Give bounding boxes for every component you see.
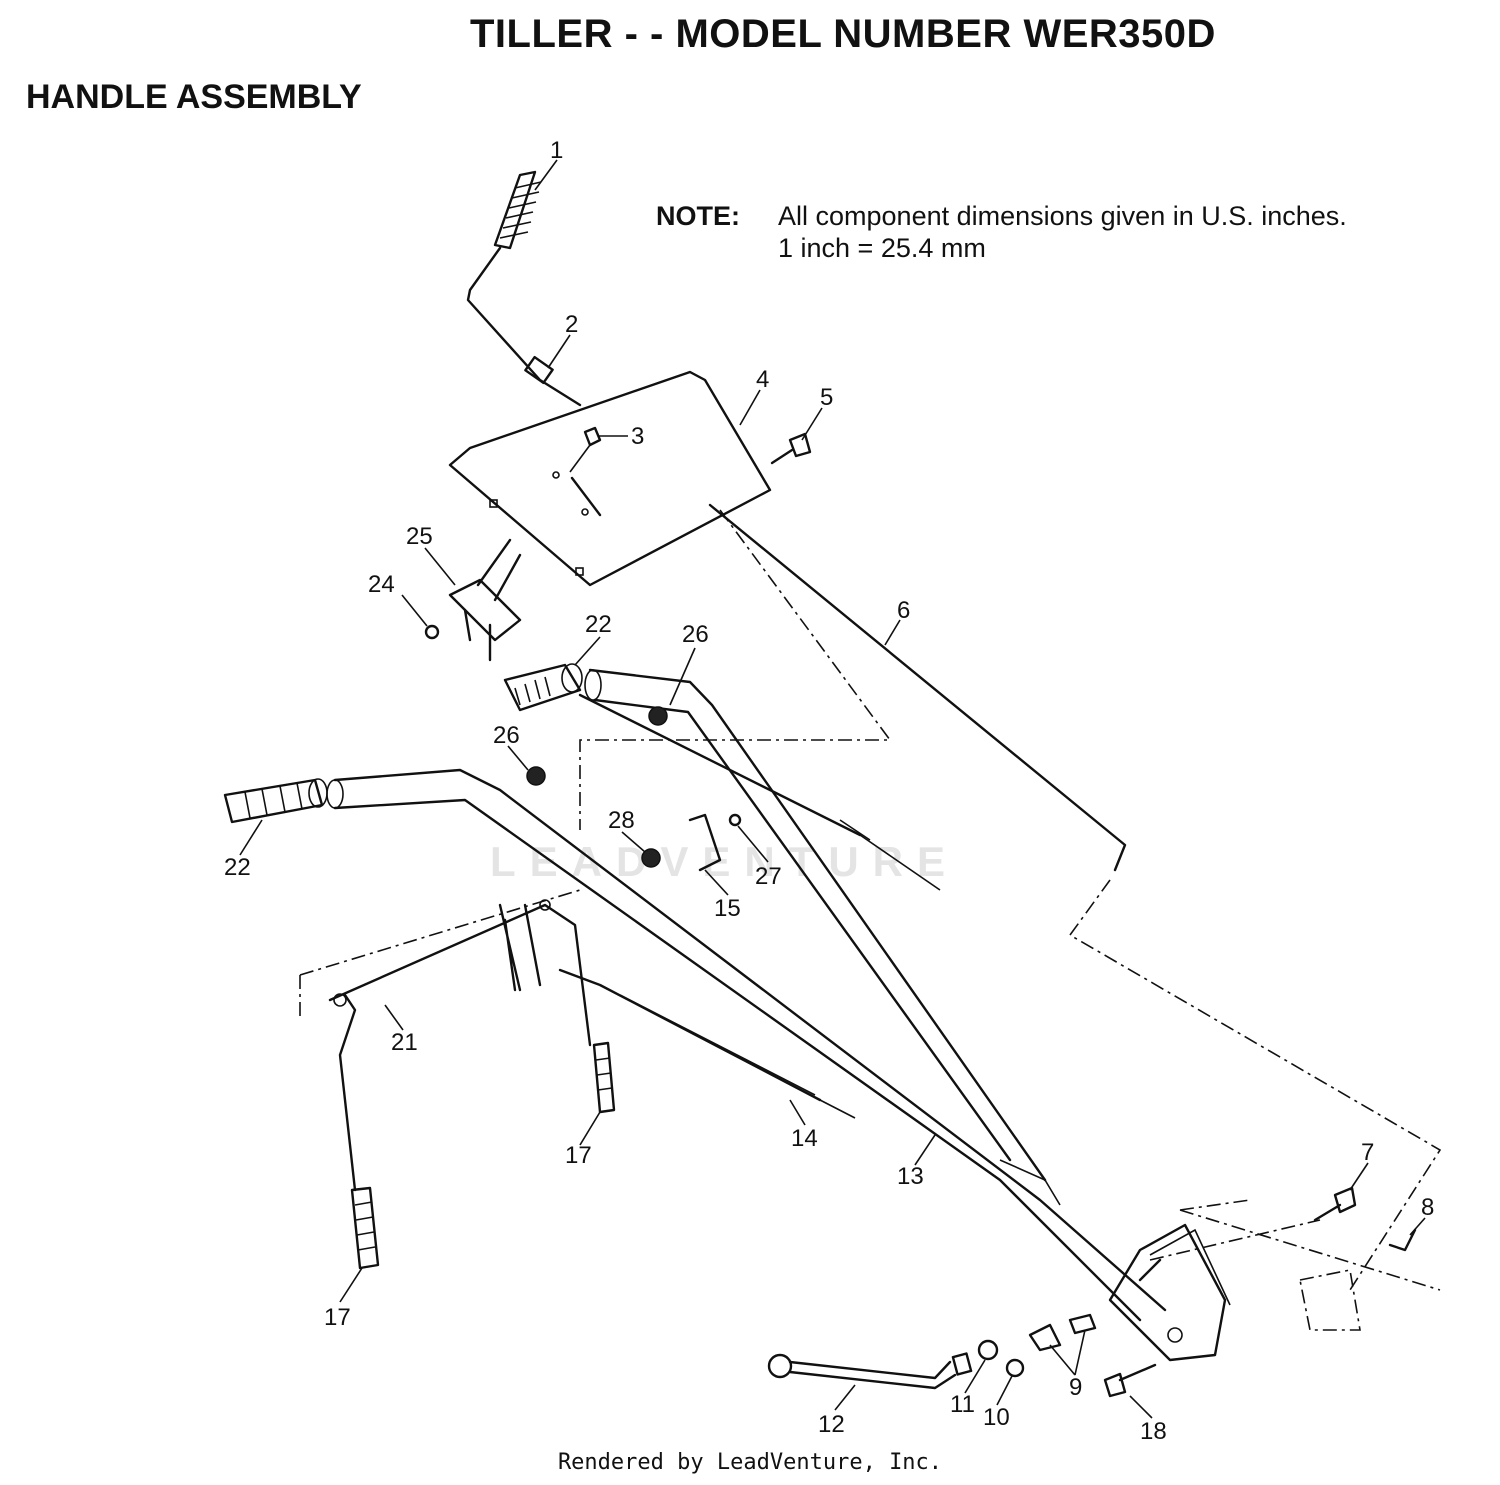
part-13-handle-tube-left: [326, 768, 1167, 1322]
callout-5: 5: [820, 384, 833, 411]
callouts: 1 2 3 4 5 6 7 8 9 10 11 12 13 14 15 17 1…: [224, 137, 1434, 1440]
callout-17b: 17: [324, 1304, 351, 1331]
callout-26b: 26: [493, 722, 520, 749]
part-28-nut: [641, 848, 661, 868]
callout-2: 2: [565, 311, 578, 338]
callout-15: 15: [714, 895, 741, 922]
part-6-long-rod: [708, 503, 1127, 872]
footer-credit: Rendered by LeadVenture, Inc.: [557, 1450, 943, 1475]
control-cable-upper: [578, 693, 941, 891]
callout-25: 25: [406, 523, 433, 550]
note-label: NOTE:: [656, 201, 740, 231]
callout-22b: 22: [224, 854, 251, 881]
part-9-spacers: [1028, 1313, 1097, 1352]
part-8-pin: [1388, 1228, 1417, 1252]
callout-27: 27: [755, 863, 782, 890]
callout-14: 14: [791, 1125, 818, 1152]
part-21-lever-rod: [328, 899, 592, 1192]
callout-11: 11: [950, 1391, 975, 1418]
callout-9: 9: [1069, 1374, 1082, 1401]
part-17-grip-left: [350, 1186, 380, 1270]
part-10-nut: [1005, 1358, 1025, 1378]
callout-21: 21: [391, 1029, 418, 1056]
callout-10: 10: [983, 1404, 1010, 1431]
callout-4: 4: [756, 366, 769, 393]
part-1-control-rod: [466, 170, 582, 407]
callout-26a: 26: [682, 621, 709, 648]
callout-24: 24: [368, 571, 395, 598]
part-14-control-cable: [558, 968, 856, 1119]
callout-7: 7: [1361, 1139, 1374, 1166]
callout-28: 28: [608, 807, 635, 834]
part-26-nut-upper: [648, 706, 668, 726]
note-text: All component dimensions given in U.S. i…: [778, 200, 1347, 264]
part-3-screw: [569, 426, 602, 473]
page-title: TILLER - - MODEL NUMBER WER350D: [470, 12, 1216, 56]
part-22-grip-upper: [503, 663, 583, 712]
exploded-parts-diagram: 1 2 3 4 5 6 7 8 9 10 11 12 13 14 15 17 1…: [223, 137, 1442, 1440]
part-25-switch-bracket: [448, 538, 522, 662]
part-27-washer: [728, 813, 742, 827]
dimension-note: NOTE: All component dimensions given in U…: [656, 200, 1347, 264]
callout-1: 1: [550, 137, 563, 164]
part-17-grip-right: [592, 1041, 616, 1114]
part-7-bolt: [1313, 1186, 1357, 1222]
part-24-nut: [424, 624, 440, 640]
part-5-bolt: [770, 432, 812, 465]
callout-17a: 17: [565, 1142, 592, 1169]
part-13-handle-tube-right: [584, 668, 1047, 1182]
part-12-lever: [767, 1353, 957, 1390]
section-title: HANDLE ASSEMBLY: [26, 78, 362, 116]
part-22-grip-lower: [223, 778, 328, 824]
part-4-control-panel: [448, 370, 772, 587]
leader-lines: [239, 159, 1426, 1419]
callout-13: 13: [897, 1163, 924, 1190]
callout-22a: 22: [585, 611, 612, 638]
callout-18: 18: [1140, 1418, 1167, 1440]
part-18-bolt: [1103, 1363, 1157, 1398]
part-11-washer: [951, 1339, 999, 1376]
callout-12: 12: [818, 1411, 845, 1438]
handle-mount-housing: [1108, 1223, 1231, 1362]
note-line-1: All component dimensions given in U.S. i…: [778, 201, 1347, 231]
part-2-rod-coupler: [524, 355, 554, 385]
callout-6: 6: [897, 597, 910, 624]
part-26-nut-lower: [526, 766, 546, 786]
callout-3: 3: [631, 423, 644, 450]
note-line-2: 1 inch = 25.4 mm: [778, 233, 986, 263]
part-15-cable-clip: [688, 813, 722, 872]
tiller-frame-fragment: [1299, 1269, 1361, 1331]
callout-8: 8: [1421, 1194, 1434, 1221]
phantom-outline: [299, 509, 1442, 1291]
